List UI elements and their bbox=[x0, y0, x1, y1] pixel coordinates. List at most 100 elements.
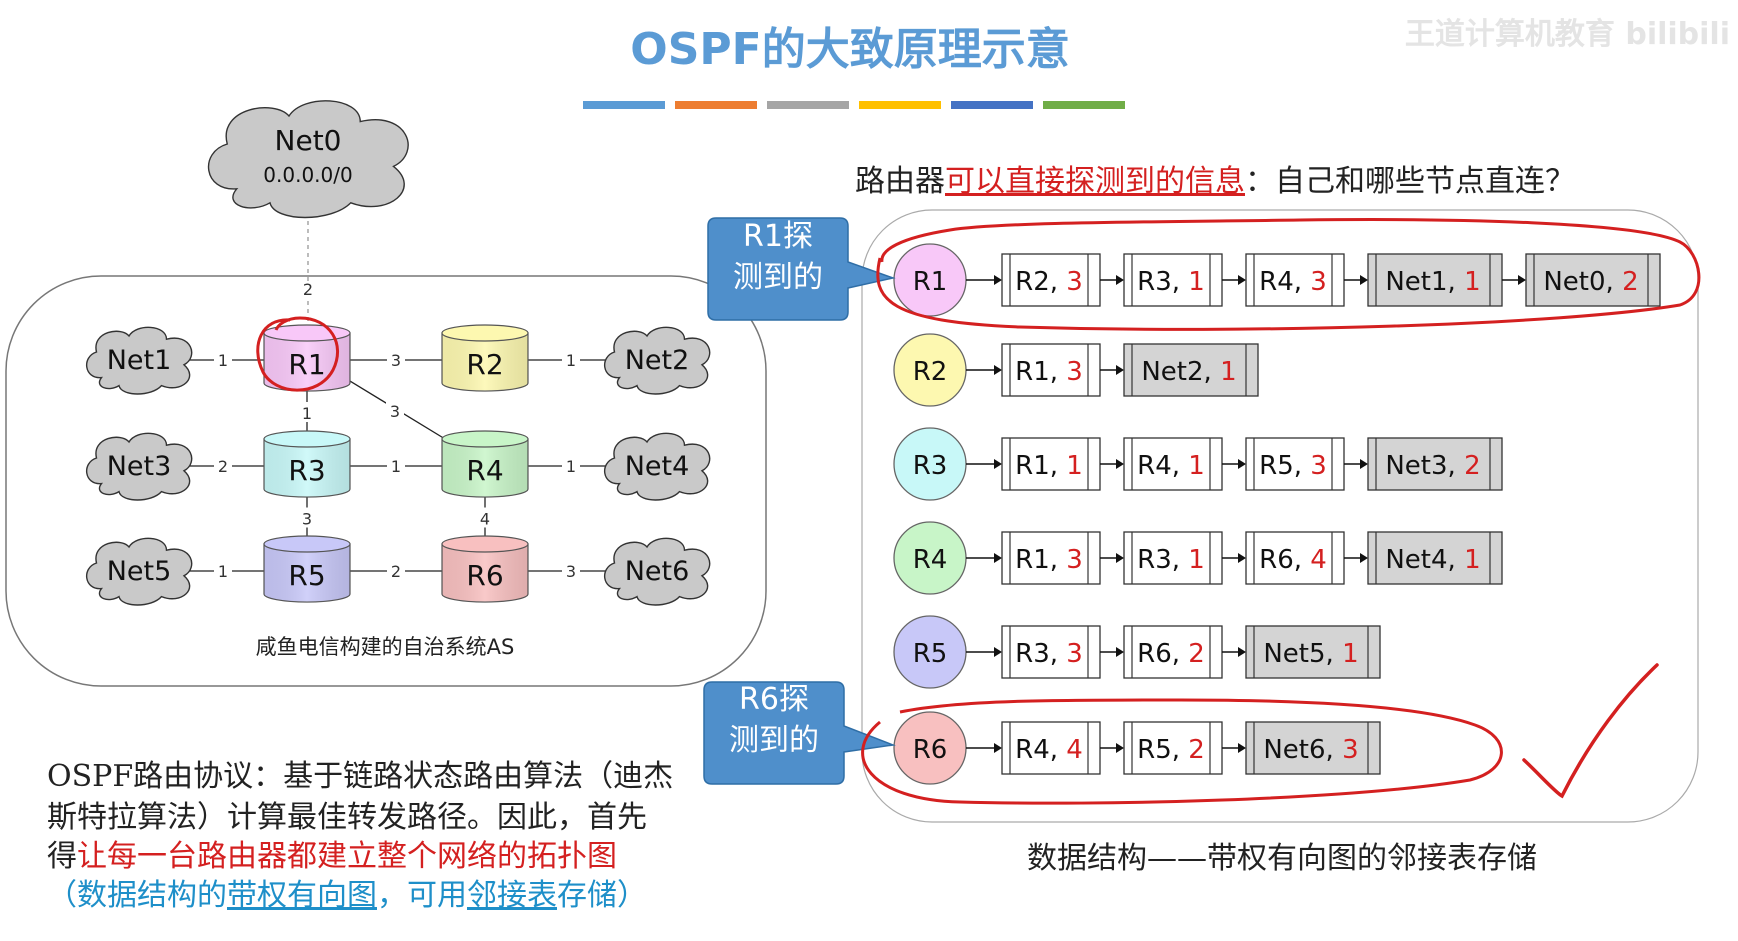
edge-cost: 3 bbox=[1310, 267, 1327, 297]
edge-label: R1, 3 bbox=[1015, 545, 1083, 575]
callout-r6-line2: 测到的 bbox=[729, 723, 819, 758]
callout-r6-shape bbox=[703, 681, 896, 785]
explanation-line3-red: 让每一台路由器都建立整个网络的拓扑图 bbox=[77, 839, 617, 874]
edge-target: R1 bbox=[1015, 545, 1050, 575]
head-node-label: R6 bbox=[913, 735, 948, 765]
heading-prefix: 路由器 bbox=[855, 164, 945, 199]
router-body-shade bbox=[442, 544, 528, 602]
edge-label: R4, 4 bbox=[1015, 735, 1083, 765]
net-label: Net5 bbox=[107, 556, 172, 587]
arrow-head bbox=[1360, 275, 1368, 285]
head-node-label: R5 bbox=[913, 639, 948, 669]
edge-separator: , bbox=[1172, 451, 1189, 481]
cloud-net5: Net5 bbox=[86, 537, 193, 606]
arrow-head bbox=[994, 459, 1002, 469]
router-top bbox=[263, 535, 351, 553]
link-cost-bg bbox=[562, 455, 580, 475]
arrow-head bbox=[1238, 647, 1246, 657]
edge-label: R6, 4 bbox=[1259, 545, 1327, 575]
link-cost-label: 1 bbox=[218, 562, 228, 581]
net-label: Net4 bbox=[625, 451, 690, 482]
edge-target: R6 bbox=[1259, 545, 1294, 575]
link-adjacency-list[interactable]: 邻接表 bbox=[467, 878, 557, 913]
edge-node bbox=[1001, 437, 1101, 491]
edge-label: Net0, 2 bbox=[1543, 267, 1638, 297]
edge-separator: , bbox=[1172, 267, 1189, 297]
explanation-line4-mid: ，可用 bbox=[377, 878, 467, 913]
edge-separator: , bbox=[1204, 357, 1221, 387]
edge-label: Net2, 1 bbox=[1141, 357, 1236, 387]
edge-cost: 3 bbox=[1066, 267, 1083, 297]
edge-target: R4 bbox=[1259, 267, 1294, 297]
as-boundary bbox=[5, 275, 767, 687]
edge-separator: , bbox=[1448, 451, 1465, 481]
router-label: R1 bbox=[288, 348, 325, 381]
router-top bbox=[441, 430, 529, 448]
edge-target: Net3 bbox=[1385, 451, 1447, 481]
edge-cost: 1 bbox=[1220, 357, 1237, 387]
edge-label: Net1, 1 bbox=[1385, 267, 1480, 297]
edge-target: R5 bbox=[1137, 735, 1172, 765]
link-cost-bg bbox=[300, 281, 316, 299]
cloud-shape bbox=[86, 326, 193, 395]
link-cost-bg bbox=[387, 349, 405, 369]
edge-node bbox=[1123, 531, 1223, 585]
edge-cost: 1 bbox=[1188, 545, 1205, 575]
link-cost-label: 3 bbox=[566, 562, 576, 581]
link-weighted-digraph[interactable]: 带权有向图 bbox=[227, 878, 377, 913]
adjacency-caption: 数据结构——带权有向图的邻接表存储 bbox=[1027, 841, 1537, 876]
edge-cost: 2 bbox=[1188, 639, 1205, 669]
link-cost-label: 1 bbox=[302, 404, 312, 423]
cloud-net2: Net2 bbox=[604, 326, 711, 395]
link-cost-label: 2 bbox=[218, 457, 228, 476]
edge-separator: , bbox=[1050, 545, 1067, 575]
edge-node bbox=[1245, 531, 1345, 585]
as-caption: 咸鱼电信构建的自治系统AS bbox=[256, 635, 515, 659]
link-cost-bg bbox=[387, 560, 405, 580]
edge-node bbox=[1123, 343, 1259, 397]
link-cost-label: 3 bbox=[391, 351, 401, 370]
edge-node bbox=[1123, 437, 1223, 491]
edge-separator: , bbox=[1050, 267, 1067, 297]
cloud-net3: Net3 bbox=[86, 432, 193, 501]
edge-label: Net4, 1 bbox=[1385, 545, 1480, 575]
link-cost-bg bbox=[387, 455, 405, 475]
edge-node bbox=[1001, 253, 1101, 307]
edge-node bbox=[1367, 253, 1503, 307]
callout-r1-line2: 测到的 bbox=[733, 260, 823, 295]
link-cost-bg bbox=[386, 400, 404, 420]
edge-target: Net5 bbox=[1263, 639, 1325, 669]
explanation-line4-close: 存储） bbox=[557, 878, 647, 913]
edge-cost: 4 bbox=[1066, 735, 1083, 765]
arrow-head bbox=[1116, 275, 1124, 285]
net0-label: Net0 bbox=[275, 124, 342, 157]
edge-node bbox=[1525, 253, 1661, 307]
edge-label: R5, 2 bbox=[1137, 735, 1205, 765]
router-top bbox=[441, 535, 529, 553]
edge-cost: 2 bbox=[1464, 451, 1481, 481]
head-node-label: R2 bbox=[913, 357, 948, 387]
adjacency-boundary bbox=[861, 209, 1699, 823]
router-label: R5 bbox=[288, 559, 325, 592]
router-label: R3 bbox=[288, 454, 325, 487]
cloud-shape bbox=[86, 432, 193, 501]
arrow-head bbox=[994, 275, 1002, 285]
edge-label: R2, 3 bbox=[1015, 267, 1083, 297]
checkmark bbox=[1522, 663, 1659, 799]
edge-cost: 1 bbox=[1464, 267, 1481, 297]
arrow-head bbox=[1116, 743, 1124, 753]
link-cost-label: 2 bbox=[391, 562, 401, 581]
cloud-net4: Net4 bbox=[604, 432, 711, 501]
edge-cost: 3 bbox=[1066, 639, 1083, 669]
arrow-head bbox=[994, 365, 1002, 375]
edge-node bbox=[1123, 625, 1223, 679]
edge-target: Net1 bbox=[1385, 267, 1447, 297]
arrow-head bbox=[1116, 459, 1124, 469]
